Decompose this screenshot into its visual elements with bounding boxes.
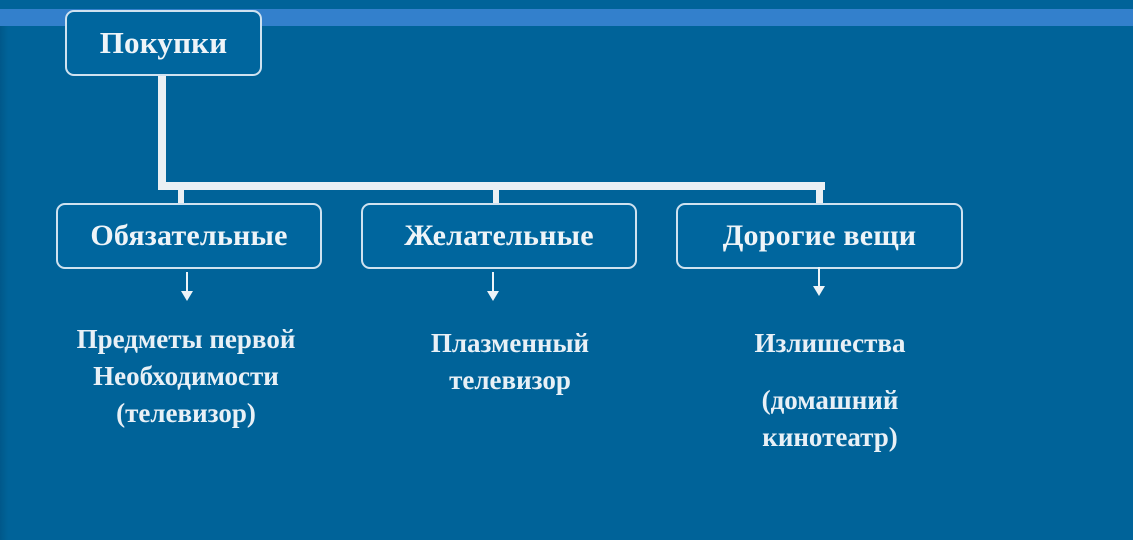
root-node-label: Покупки — [99, 25, 228, 60]
category-node-expensive: Дорогие вещи — [676, 203, 963, 269]
root-node-purchases: Покупки — [65, 10, 262, 76]
down-arrow-icon — [487, 272, 499, 301]
left-edge-shade — [0, 26, 8, 540]
category-label: Обязательные — [90, 219, 288, 252]
category-label: Желательные — [404, 219, 594, 252]
category-node-desirable: Желательные — [361, 203, 637, 269]
description-expensive: Излишества (домашний кинотеатр) — [700, 325, 960, 456]
description-line: (телевизор) — [116, 398, 256, 428]
connector-horizontal — [158, 182, 825, 190]
description-line: Необходимости — [93, 361, 279, 391]
description-line: (домашний — [761, 385, 899, 415]
description-line: Плазменный — [430, 328, 590, 358]
description-line: Предметы первой — [76, 324, 296, 354]
category-node-mandatory: Обязательные — [56, 203, 322, 269]
description-title: Излишества — [754, 328, 906, 358]
connector-drop-2 — [493, 188, 499, 204]
connector-root-vertical — [158, 75, 166, 190]
description-line: кинотеатр) — [762, 422, 898, 452]
down-arrow-icon — [181, 272, 193, 301]
connector-drop-1 — [178, 188, 184, 204]
category-label: Дорогие вещи — [722, 219, 917, 252]
description-line: телевизор — [449, 365, 571, 395]
description-desirable: Плазменный телевизор — [380, 325, 640, 399]
top-accent-band — [0, 9, 1133, 26]
down-arrow-icon — [813, 267, 825, 296]
connector-drop-3 — [816, 188, 823, 204]
description-mandatory: Предметы первой Необходимости (телевизор… — [40, 321, 332, 432]
